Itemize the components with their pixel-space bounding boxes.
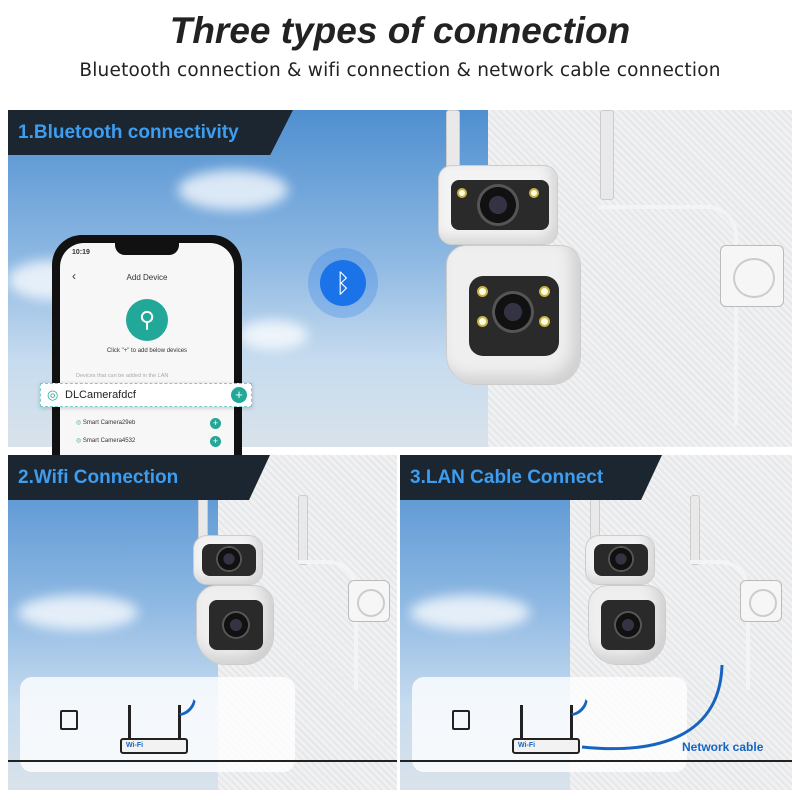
status-time: 10:19 bbox=[72, 249, 90, 256]
network-cable bbox=[581, 664, 724, 751]
page-subtitle: Bluetooth connection & wifi connection &… bbox=[79, 60, 721, 81]
router-label: Wi-Fi bbox=[126, 742, 144, 749]
panel-label: 1.Bluetooth connectivity bbox=[8, 110, 293, 155]
bluetooth-icon: ᛒ bbox=[320, 260, 366, 306]
highlighted-device[interactable]: ◎ DLCamerafdcf + bbox=[40, 383, 252, 407]
plus-icon[interactable]: + bbox=[210, 436, 221, 447]
device-item[interactable]: ◎ Smart Camera4532 bbox=[76, 437, 135, 444]
screen-title: Add Device bbox=[126, 273, 168, 282]
plus-icon[interactable]: + bbox=[231, 387, 247, 403]
router-icon: Wi-Fi bbox=[120, 738, 188, 754]
device-name: Smart Camera4532 bbox=[82, 438, 136, 444]
camera-icon: ◎ bbox=[76, 420, 82, 426]
wifi-panel: Wi-Fi ) 2.Wifi Connection bbox=[8, 455, 397, 790]
device-name: DLCamerafdcf bbox=[65, 389, 136, 401]
camera-lower-module bbox=[446, 245, 581, 385]
lan-panel: Wi-Fi ) Network cable 3.LAN Cable Connec… bbox=[400, 455, 792, 790]
network-cable-label: Network cable bbox=[682, 740, 764, 754]
section-label: Devices that can be added in the LAN bbox=[76, 373, 169, 379]
hint-text: Click "+" to add below devices bbox=[106, 348, 188, 354]
power-socket bbox=[720, 245, 784, 307]
panel-label: 3.LAN Cable Connect bbox=[400, 455, 662, 500]
device-name: Smart Camera29eb bbox=[82, 420, 136, 426]
router-icon: Wi-Fi bbox=[512, 738, 580, 754]
device-item[interactable]: ◎ Smart Camera29eb bbox=[76, 419, 135, 426]
back-icon[interactable]: ‹ bbox=[72, 269, 76, 283]
power-plug-icon bbox=[60, 710, 78, 730]
router-label: Wi-Fi bbox=[518, 742, 536, 749]
camera-icon: ◎ bbox=[47, 387, 59, 402]
plus-icon[interactable]: + bbox=[210, 418, 221, 429]
search-icon[interactable]: ⚲ bbox=[126, 299, 168, 341]
panel-label: 2.Wifi Connection bbox=[8, 455, 270, 500]
phone-screen: 10:19 ‹ Add Device ⚲ Click "+" to add be… bbox=[60, 243, 234, 465]
phone-mockup: 10:19 ‹ Add Device ⚲ Click "+" to add be… bbox=[52, 235, 242, 465]
power-plug-icon bbox=[452, 710, 470, 730]
page-title: Three types of connection bbox=[169, 10, 631, 51]
camera-upper-module bbox=[438, 165, 558, 245]
camera-icon: ◎ bbox=[76, 438, 82, 444]
bluetooth-badge: ᛒ bbox=[308, 248, 378, 318]
